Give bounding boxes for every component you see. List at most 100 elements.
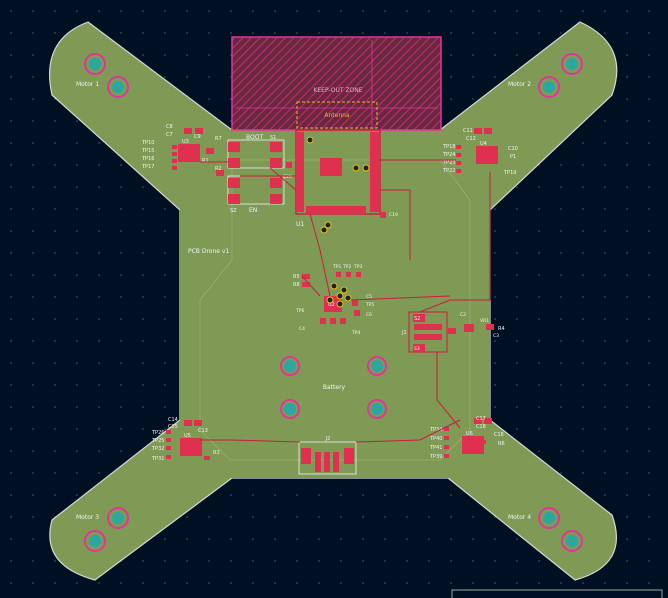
cap-bl-2: C13 bbox=[198, 428, 208, 434]
testpoints-bl: TP26 TP25 TP32 TP31 bbox=[151, 430, 164, 462]
caps-br: C17 C18 C16 R6 bbox=[476, 416, 505, 447]
cap-br-0: C17 bbox=[476, 416, 486, 422]
driver-u5-label: U5 bbox=[184, 433, 191, 439]
cap-tr-1: C12 bbox=[466, 136, 476, 142]
cap-bl-3: R3 bbox=[213, 450, 220, 456]
battery-label: Battery bbox=[323, 384, 346, 391]
tp-bl-2: TP32 bbox=[151, 446, 164, 452]
driver-u6-label: U6 bbox=[466, 431, 473, 437]
driver-tr bbox=[474, 128, 498, 164]
res-1: R2 bbox=[215, 166, 222, 172]
motor-3-label: Motor 3 bbox=[76, 514, 99, 521]
res-0: R7 bbox=[215, 136, 222, 142]
misc-labels: TP1 TP2 TP3 TP5 TP6 TP4 C4 C5 C6 C2 C3 C… bbox=[283, 174, 499, 352]
cap-bl-0: C14 bbox=[168, 417, 178, 423]
tp-br-3: TP39 bbox=[429, 454, 442, 460]
switch-label: J1 bbox=[401, 330, 407, 336]
title-block-border bbox=[451, 589, 663, 598]
cap-tr-0: C11 bbox=[463, 128, 473, 134]
s1-label: S1 bbox=[270, 135, 276, 141]
driver-bl bbox=[180, 420, 202, 456]
boot-label: BOOT bbox=[246, 134, 263, 141]
tp-br-0: TP34 bbox=[429, 427, 442, 433]
motor-2-label: Motor 2 bbox=[508, 81, 531, 88]
mcu-u1 bbox=[295, 129, 381, 215]
cap-br-3: R6 bbox=[498, 441, 505, 447]
testpoints-tr: TP18 TP24 TP23 TP22 TP19 bbox=[442, 144, 516, 176]
sz-label: SZ bbox=[230, 208, 237, 214]
tp-tr-0: TP18 bbox=[442, 144, 455, 150]
cap-bl-1: C15 bbox=[168, 424, 178, 430]
testpoints-br: TP34 TP40 TP41 TP39 bbox=[429, 427, 442, 460]
cap-tr-2: C10 bbox=[508, 146, 518, 152]
switch-j1 bbox=[408, 311, 448, 353]
driver-br bbox=[462, 418, 492, 454]
en-label: EN bbox=[249, 207, 257, 214]
resistors: R7 R2 R1 R5 R8 R4 bbox=[202, 136, 505, 332]
connector-label: J2 bbox=[325, 436, 331, 442]
misc-12: C20 bbox=[283, 174, 292, 180]
misc-3: TP5 bbox=[365, 302, 374, 308]
misc-4: TP6 bbox=[295, 308, 304, 314]
cap-br-2: C16 bbox=[494, 432, 504, 438]
imu-label: U2 bbox=[328, 302, 335, 308]
vias bbox=[306, 136, 370, 308]
misc-8: C6 bbox=[366, 312, 372, 318]
cap-tl-2: C9 bbox=[194, 134, 201, 140]
tp-tl-3: TP17 bbox=[141, 164, 154, 170]
tp-bl-3: TP31 bbox=[151, 456, 164, 462]
tp-tr-1: TP24 bbox=[442, 152, 455, 158]
boot-button bbox=[227, 139, 285, 169]
driver-u4-label: U4 bbox=[480, 141, 487, 147]
antenna-label: Antenna bbox=[324, 112, 350, 119]
cap-tr-3: P1 bbox=[510, 154, 516, 160]
caps-tr: C11 C12 C10 P1 bbox=[463, 128, 518, 160]
cap-tl-0: C8 bbox=[166, 124, 173, 130]
motor-4-label: Motor 4 bbox=[508, 514, 531, 521]
driver-u3-label: U3 bbox=[182, 139, 189, 145]
res-2: R1 bbox=[202, 158, 209, 164]
mcu-label: U1 bbox=[296, 221, 304, 228]
keepout-label: KEEP-OUT ZONE bbox=[313, 87, 362, 94]
cap-tl-1: C7 bbox=[166, 132, 173, 138]
res-4: R8 bbox=[293, 282, 300, 288]
connector-j2 bbox=[298, 441, 357, 475]
battery-holes bbox=[280, 356, 387, 419]
antenna-area bbox=[296, 101, 378, 129]
res-5: R4 bbox=[498, 326, 505, 332]
misc-7: C5 bbox=[366, 294, 372, 300]
misc-13: VR1 bbox=[480, 318, 489, 324]
testpoints-tl: TP10 TP15 TP16 TP17 bbox=[141, 140, 154, 170]
s2-label: S2 bbox=[414, 316, 420, 322]
misc-9: C2 bbox=[460, 312, 466, 318]
misc-5: TP4 bbox=[351, 330, 360, 336]
misc-2: TP3 bbox=[353, 264, 362, 270]
smd-pads bbox=[166, 145, 494, 460]
caps-tl: C8 C7 C9 bbox=[166, 124, 201, 140]
caps-bl: C14 C15 C13 R3 bbox=[168, 417, 220, 456]
board-title: PCB Drone v1 bbox=[188, 248, 229, 255]
misc-0: TP1 bbox=[332, 264, 341, 270]
tp-tr-3: TP22 bbox=[442, 168, 455, 174]
tp-bl-0: TP26 bbox=[151, 430, 164, 436]
motor-1-label: Motor 1 bbox=[76, 81, 99, 88]
misc-1: TP2 bbox=[342, 264, 351, 270]
tp-tl-2: TP16 bbox=[141, 156, 154, 162]
tp-br-1: TP40 bbox=[429, 436, 442, 442]
res-3: R5 bbox=[293, 274, 300, 280]
tp-bl-1: TP25 bbox=[151, 438, 164, 444]
misc-6: C4 bbox=[299, 326, 305, 332]
tp-tl-0: TP10 bbox=[141, 140, 154, 146]
misc-14: S3 bbox=[414, 346, 420, 352]
copper-traces bbox=[200, 159, 491, 443]
tp-tl-1: TP15 bbox=[141, 148, 154, 154]
motor-holes bbox=[84, 53, 583, 552]
tp-tr-4: TP19 bbox=[503, 170, 516, 176]
driver-tl bbox=[178, 128, 203, 162]
misc-11: C19 bbox=[389, 212, 398, 218]
tp-tr-2: TP23 bbox=[442, 160, 455, 166]
cap-br-1: C18 bbox=[476, 424, 486, 430]
tp-br-2: TP41 bbox=[429, 445, 442, 451]
misc-10: C3 bbox=[493, 333, 499, 339]
